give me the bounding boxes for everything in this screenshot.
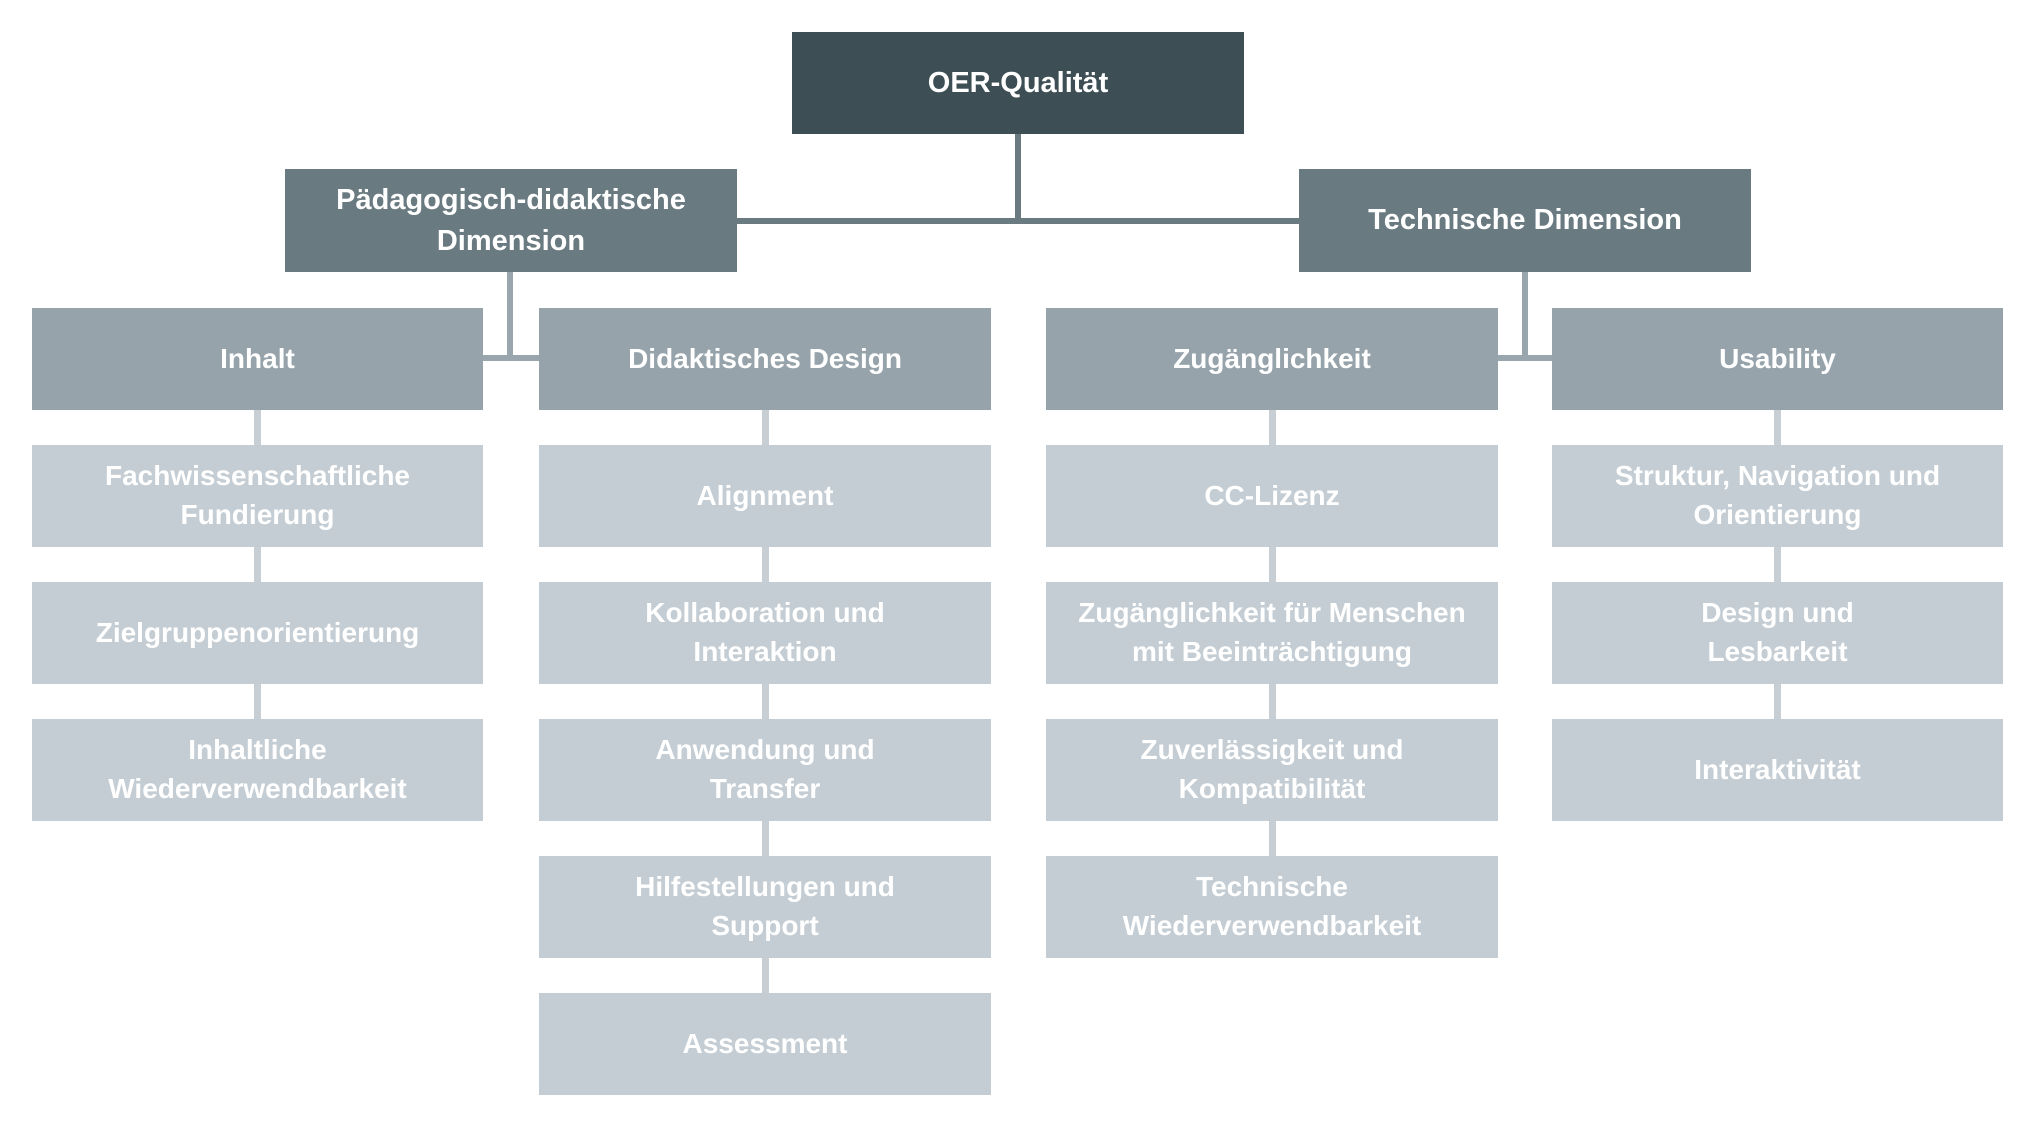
criterion-inhaltliche-wiederverwendbarkeit: Inhaltliche Wiederverwendbarkeit [32, 719, 483, 821]
criterion-alignment: Alignment [539, 445, 991, 547]
criterion-cc-lizenz: CC-Lizenz [1046, 445, 1498, 547]
connector-column-usability [1774, 410, 1781, 719]
criterion-fachwissenschaftliche-fundierung: Fachwissenschaftliche Fundierung [32, 445, 483, 547]
root-node: OER-Qualität [792, 32, 1244, 134]
dimension-node-paedagogisch-didaktisch: Pädagogisch-didaktische Dimension [285, 169, 737, 272]
dimension-node-technisch: Technische Dimension [1299, 169, 1751, 272]
criterion-design-und-lesbarkeit: Design und Lesbarkeit [1552, 582, 2003, 684]
connector-paedagogisch-vertical [507, 272, 513, 358]
criterion-kollaboration-und-interaktion: Kollaboration und Interaktion [539, 582, 991, 684]
criterion-zielgruppenorientierung: Zielgruppenorientierung [32, 582, 483, 684]
connector-technisch-vertical [1522, 272, 1528, 358]
connector-paedagogisch-t [483, 355, 539, 361]
connector-root-vertical [1015, 134, 1021, 220]
criterion-struktur-navigation-orientierung: Struktur, Navigation und Orientierung [1552, 445, 2003, 547]
connector-column-didaktisches-design [762, 410, 769, 993]
category-node-didaktisches-design: Didaktisches Design [539, 308, 991, 410]
connector-dimensions-horizontal [737, 218, 1299, 224]
criterion-anwendung-und-transfer: Anwendung und Transfer [539, 719, 991, 821]
criterion-zuverlaessigkeit-und-kompatibilitaet: Zuverlässigkeit und Kompatibilität [1046, 719, 1498, 821]
criterion-technische-wiederverwendbarkeit: Technische Wiederverwendbarkeit [1046, 856, 1498, 958]
connector-technisch-t [1498, 355, 1552, 361]
criterion-zugaenglichkeit-fuer-menschen: Zugänglichkeit für Menschen mit Beeinträ… [1046, 582, 1498, 684]
connector-column-inhalt [254, 410, 261, 719]
category-node-usability: Usability [1552, 308, 2003, 410]
criterion-assessment: Assessment [539, 993, 991, 1095]
criterion-interaktivitaet: Interaktivität [1552, 719, 2003, 821]
category-node-zugaenglichkeit: Zugänglichkeit [1046, 308, 1498, 410]
criterion-hilfestellungen-und-support: Hilfestellungen und Support [539, 856, 991, 958]
category-node-inhalt: Inhalt [32, 308, 483, 410]
